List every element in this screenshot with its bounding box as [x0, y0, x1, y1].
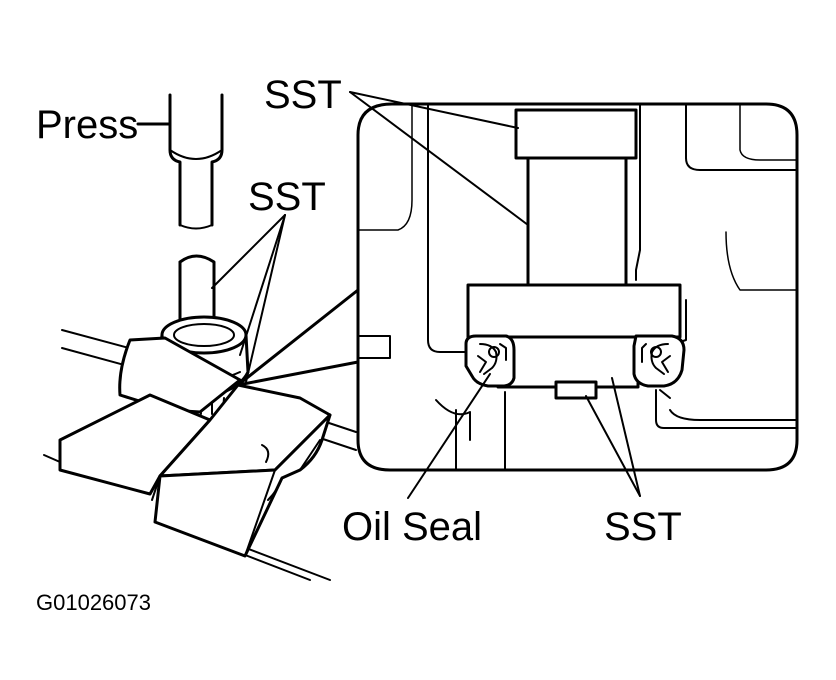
sst-label-top: SST [264, 73, 342, 117]
oil-seal-leader [407, 373, 491, 499]
sst-top-leaders [349, 91, 529, 226]
press-label: Press [36, 103, 138, 147]
detail-sst-lower [496, 335, 640, 400]
detail-sst-upper [514, 108, 638, 287]
detail-oil-seal-right [632, 334, 686, 388]
sst-label-left: SST [248, 175, 326, 219]
oil-seal-label: Oil Seal [342, 505, 482, 549]
work-block-right [153, 383, 332, 558]
sst-label-bottom: SST [604, 505, 682, 549]
figure-code: G01026073 [36, 590, 151, 615]
sst-bottom-leaders [585, 377, 641, 497]
detail-sst-plate [466, 283, 682, 339]
callout-connector [236, 288, 360, 387]
press-ram [168, 93, 224, 230]
sst-left-leaders [211, 214, 286, 383]
detail-oil-seal-left [464, 334, 516, 388]
detail-callout-frame [356, 102, 799, 472]
